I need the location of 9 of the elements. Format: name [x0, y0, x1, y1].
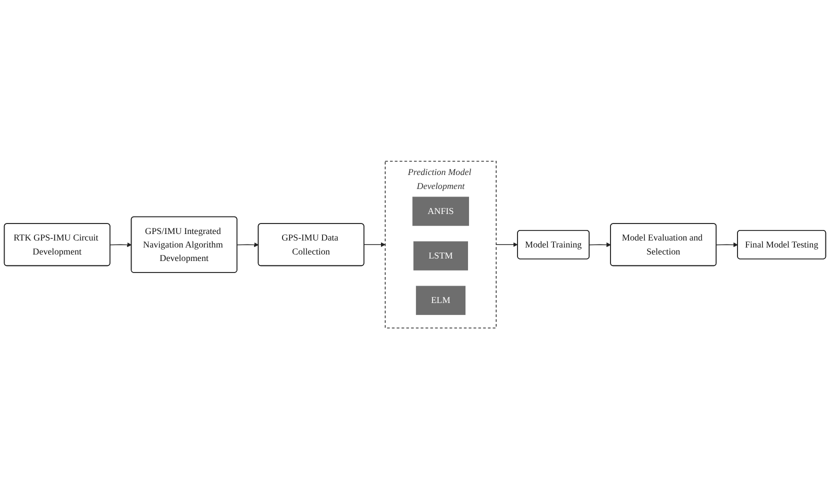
arrow: [236, 242, 259, 247]
node-box: LSTM: [413, 241, 468, 270]
arrow: [496, 242, 518, 247]
arrow: [110, 242, 132, 247]
arrow: [364, 242, 386, 247]
node-box: ANFIS: [412, 196, 470, 226]
node-box: ELM: [416, 286, 466, 315]
arrow: [716, 242, 738, 247]
arrow: [589, 242, 611, 247]
